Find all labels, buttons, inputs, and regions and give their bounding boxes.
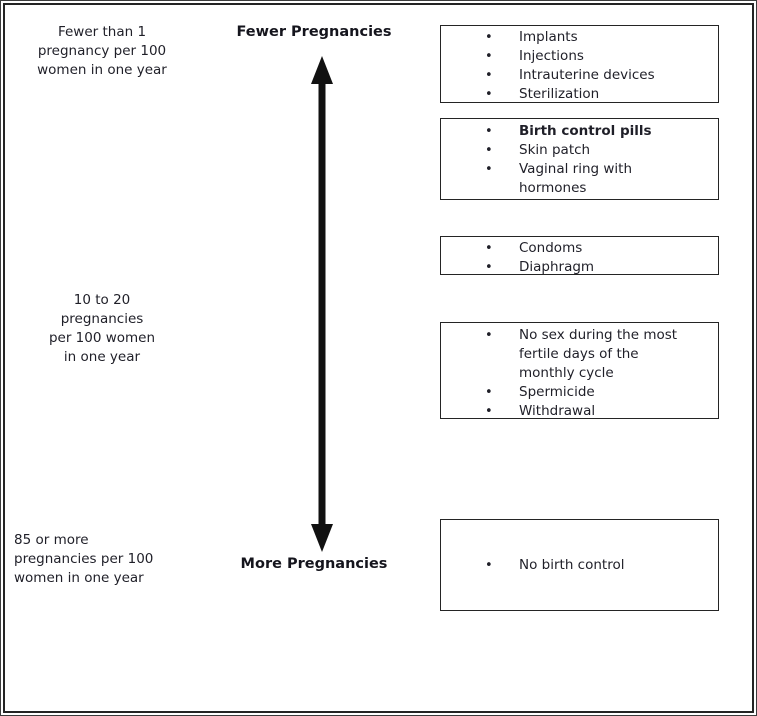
method-item: • Birth control pills <box>441 122 718 141</box>
bullet-icon: • <box>485 241 493 256</box>
method-item-line: Sterilization <box>519 86 600 102</box>
method-item-line: hormones <box>519 180 587 196</box>
method-item: • Implants <box>441 28 718 47</box>
method-item-line: fertile days of the <box>519 346 639 362</box>
method-item: • Injections <box>441 47 718 66</box>
method-item-text: Skin patch <box>519 141 718 160</box>
bullet-icon: • <box>485 260 493 275</box>
rate-label-line: pregnancies per 100 <box>14 551 154 567</box>
rate-label-line: pregnancies <box>60 311 144 327</box>
bullet-icon: • <box>485 328 493 343</box>
bullet-icon: • <box>485 162 493 177</box>
rate-label-line: women in one year <box>37 62 167 78</box>
bullet-icon: • <box>485 124 493 139</box>
method-item-text: Implants <box>519 28 718 47</box>
rate-label-line: women in one year <box>14 570 144 586</box>
method-item-line: Skin patch <box>519 142 591 158</box>
more-pregnancies-title: More Pregnancies <box>240 556 388 572</box>
rate-label-line: Fewer than 1 <box>57 24 147 40</box>
bullet-icon: • <box>485 557 493 573</box>
rate-label-10-to-20: 10 to 20 pregnancies per 100 women in on… <box>12 291 192 367</box>
method-item-text: No sex during the most fertile days of th… <box>519 326 718 383</box>
method-box-hormonal: • Birth control pills • Skin patch • Vaginal … <box>440 118 719 200</box>
method-item-line: Withdrawal <box>519 403 596 419</box>
bullet-icon: • <box>485 30 493 45</box>
method-item-text: Withdrawal <box>519 402 718 421</box>
method-item-text: Diaphragm <box>519 258 718 277</box>
method-item-line: Spermicide <box>519 384 595 400</box>
method-item-line: Birth control pills <box>519 123 652 139</box>
method-item: • Withdrawal <box>441 402 718 421</box>
double-headed-arrow-icon <box>311 56 333 552</box>
method-item-line: Implants <box>519 29 578 45</box>
method-box-most-effective: • Implants • Injections • Intrauterine device… <box>440 25 719 103</box>
rate-label-line: per 100 women <box>48 330 156 346</box>
bullet-icon: • <box>485 404 493 419</box>
method-item-text: Injections <box>519 47 718 66</box>
rate-label-85-or-more: 85 or more pregnancies per 100 women in … <box>14 531 224 588</box>
method-item-line: No birth control <box>519 556 625 573</box>
method-item: • No birth control <box>441 556 718 575</box>
bullet-icon: • <box>485 68 493 83</box>
method-item: • Skin patch <box>441 141 718 160</box>
method-item: • Intrauterine devices <box>441 66 718 85</box>
rate-label-line: 85 or more <box>14 532 89 548</box>
method-item: • Vaginal ring with hormones <box>441 160 718 198</box>
method-item-line: Diaphragm <box>519 259 595 275</box>
method-item-text: Birth control pills <box>519 122 718 141</box>
method-box-barrier: • Condoms • Diaphragm <box>440 236 719 275</box>
method-item-line: No sex during the most <box>519 327 678 343</box>
method-item: • Sterilization <box>441 85 718 104</box>
bullet-icon: • <box>485 143 493 158</box>
method-item: • No sex during the most fertile days of t… <box>441 326 718 383</box>
rate-label-line: in one year <box>63 349 141 365</box>
method-item-text: Sterilization <box>519 85 718 104</box>
rate-label-line: 10 to 20 <box>73 292 131 308</box>
method-item-line: Vaginal ring with <box>519 161 633 177</box>
bullet-icon: • <box>485 385 493 400</box>
method-box-behavioral: • No sex during the most fertile days of t… <box>440 322 719 419</box>
method-item-line: Injections <box>519 48 584 64</box>
method-item: • Spermicide <box>441 383 718 402</box>
method-item-text: Spermicide <box>519 383 718 402</box>
method-item-line: Condoms <box>519 240 583 256</box>
method-item-line: monthly cycle <box>519 365 614 381</box>
method-box-no-birth-control: • No birth control <box>440 519 719 611</box>
fewer-pregnancies-title: Fewer Pregnancies <box>236 24 392 40</box>
rate-label-fewer-than-1: Fewer than 1 pregnancy per 100 women in … <box>12 23 192 80</box>
method-item: • Diaphragm <box>441 258 718 277</box>
method-item: • Condoms <box>441 239 718 258</box>
method-item-text: Intrauterine devices <box>519 66 718 85</box>
rate-label-line: pregnancy per 100 <box>37 43 167 59</box>
bullet-icon: • <box>485 87 493 102</box>
method-item-text: Condoms <box>519 239 718 258</box>
method-item-text: No birth control <box>519 556 718 575</box>
method-item-line: Intrauterine devices <box>519 67 655 83</box>
bullet-icon: • <box>485 49 493 64</box>
method-item-text: Vaginal ring with hormones <box>519 160 718 198</box>
